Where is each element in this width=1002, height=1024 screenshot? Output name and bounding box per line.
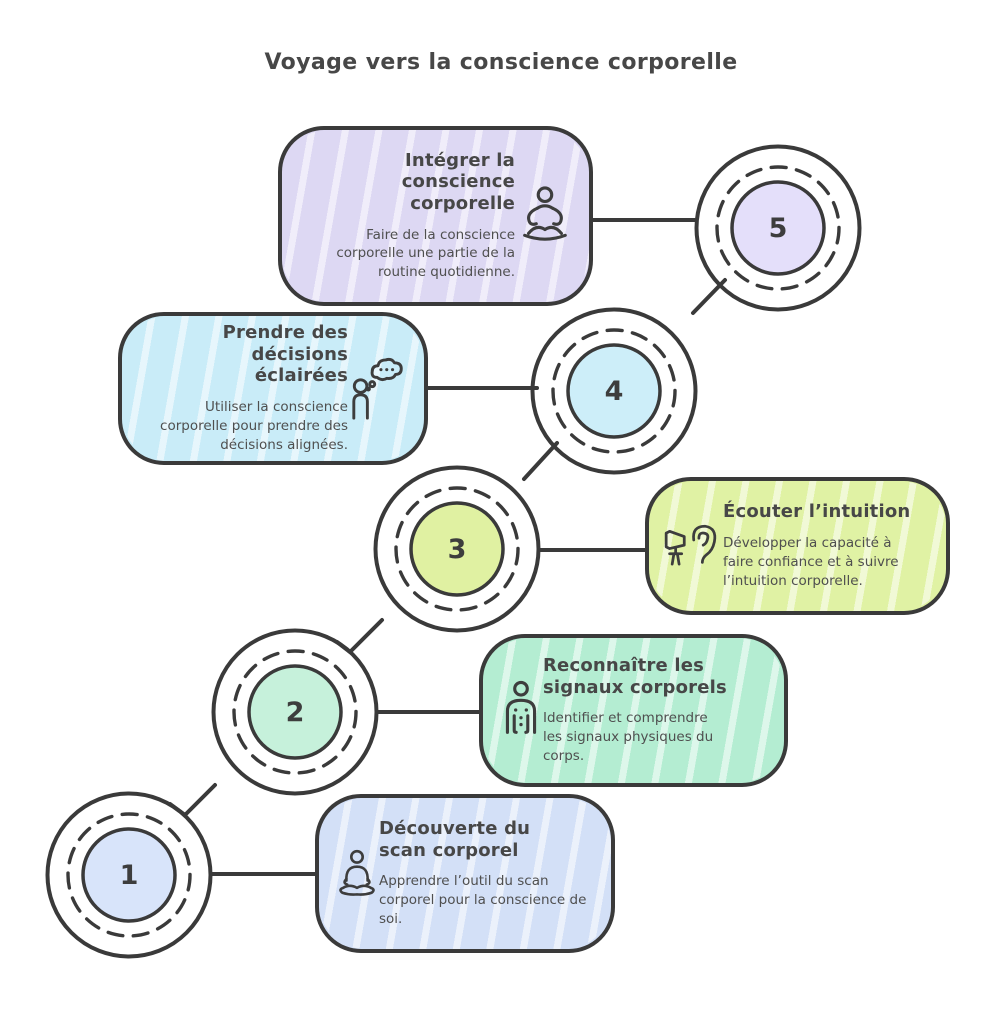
ring-inner xyxy=(566,343,662,439)
ring-outer xyxy=(530,307,698,475)
step-1-description: Apprendre l’outil du scan corporel pour … xyxy=(379,873,587,928)
step-1-title: Découverte du scan corporel xyxy=(379,818,531,861)
step-card-1: Découverte du scan corporel Apprendre l’… xyxy=(315,794,615,953)
ring-inner xyxy=(409,501,505,597)
meditation-lotus-icon xyxy=(515,185,573,247)
meditation-sitting-icon xyxy=(335,845,379,903)
step-3-description: Développer la capacité à faire confiance… xyxy=(723,534,899,589)
step-2-title: Reconnaître les signaux corporels xyxy=(543,655,727,698)
step-4-description: Utiliser la conscience corporelle pour p… xyxy=(160,399,348,453)
step-marker-1: 1 xyxy=(45,791,213,959)
body-signals-icon xyxy=(499,680,543,742)
ring-outer xyxy=(211,628,379,796)
step-number-4: 4 xyxy=(604,375,624,407)
connector-circle4-circle3 xyxy=(522,441,559,481)
ring-dashed xyxy=(232,649,358,775)
step-card-3: Écouter l’intuition Développer la capaci… xyxy=(645,477,950,615)
ring-dashed xyxy=(394,486,520,612)
step-number-1: 1 xyxy=(119,859,139,891)
ring-outer xyxy=(694,144,862,312)
ear-listening-icon xyxy=(661,519,723,573)
step-4-title: Prendre des décisions éclairées xyxy=(222,322,348,387)
step-3-title: Écouter l’intuition xyxy=(723,501,911,523)
ring-inner xyxy=(81,827,177,923)
step-marker-3: 3 xyxy=(373,465,541,633)
step-2-description: Identifier et comprendre les signaux phy… xyxy=(543,710,714,765)
ring-outer xyxy=(45,791,213,959)
ring-inner xyxy=(730,180,826,276)
ring-dashed xyxy=(66,812,192,938)
step-card-4: Prendre des décisions éclairées Utiliser… xyxy=(118,312,428,465)
step-marker-5: 5 xyxy=(694,144,862,312)
ring-outer xyxy=(373,465,541,633)
ring-inner xyxy=(247,664,343,760)
step-card-2: Reconnaître les signaux corporels Identi… xyxy=(479,634,788,787)
thinking-person-icon xyxy=(348,356,410,422)
step-card-5: Intégrer la conscience corporelle Faire … xyxy=(278,126,593,306)
step-5-title: Intégrer la conscience corporelle xyxy=(401,149,515,214)
step-marker-2: 2 xyxy=(211,628,379,796)
step-5-description: Faire de la conscience corporelle une pa… xyxy=(336,226,515,281)
ring-dashed xyxy=(715,165,841,291)
step-marker-4: 4 xyxy=(530,307,698,475)
page-title: Voyage vers la conscience corporelle xyxy=(264,50,738,75)
ring-dashed xyxy=(551,328,677,454)
step-number-3: 3 xyxy=(447,533,467,565)
step-number-5: 5 xyxy=(768,212,788,244)
step-number-2: 2 xyxy=(285,696,305,728)
